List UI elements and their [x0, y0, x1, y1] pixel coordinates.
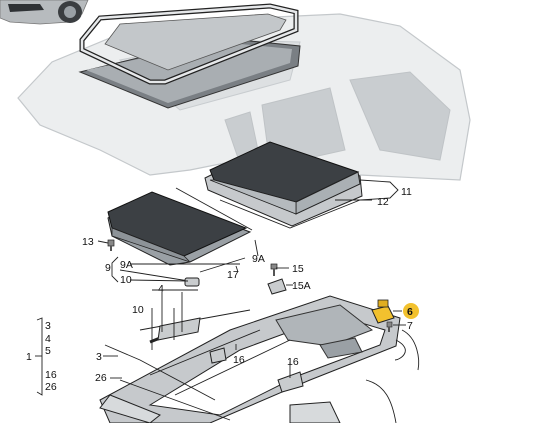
callout-17: 17 [227, 269, 239, 281]
sunroof-motor-highlighted [371, 299, 395, 324]
callout-12: 12 [377, 196, 389, 208]
callout-16-mid: 16 [233, 354, 245, 366]
deflector-strip [199, 257, 246, 273]
callout-16-right: 16 [287, 356, 299, 368]
callout-26: 26 [95, 372, 107, 384]
callout-15: 15 [292, 263, 304, 275]
callout-9: 9 [105, 262, 111, 274]
leader-lines [35, 179, 406, 396]
callout-26-list: 26 [45, 381, 57, 393]
callout-6-highlight [403, 303, 419, 319]
screw-13-icon [107, 239, 115, 251]
callout-4: 4 [158, 283, 164, 295]
clip-part [184, 277, 200, 287]
panel-lower-edge [119, 269, 196, 283]
sunroof-seal-frame [79, 3, 299, 85]
front-glass-panel [107, 191, 252, 266]
callout-5-list: 5 [45, 345, 51, 357]
screw-7-icon [386, 321, 393, 332]
callout-6: 6 [407, 306, 413, 318]
callout-10: 10 [120, 274, 132, 286]
callout-10-lower: 10 [132, 304, 144, 316]
rear-glass-panel [204, 141, 363, 227]
callout-4-list: 4 [45, 333, 51, 345]
screw-15-icon [270, 263, 278, 276]
callout-7: 7 [407, 320, 413, 332]
callout-3: 3 [96, 351, 102, 363]
callout-1: 1 [26, 351, 32, 363]
callout-3-list: 3 [45, 320, 51, 332]
callout-11: 11 [401, 186, 412, 198]
callout-9a: 9A [120, 259, 133, 271]
callout-15a: 15A [292, 280, 311, 292]
callout-16-list: 16 [45, 369, 57, 381]
bracket-15a [267, 278, 287, 295]
rear-seal-strip [219, 199, 361, 229]
sunroof-frame-assembly [99, 295, 420, 423]
front-seal-strip [175, 187, 253, 231]
callout-9a-right: 9A [252, 253, 265, 265]
callout-13: 13 [82, 236, 94, 248]
car-front-illustration [0, 0, 89, 25]
